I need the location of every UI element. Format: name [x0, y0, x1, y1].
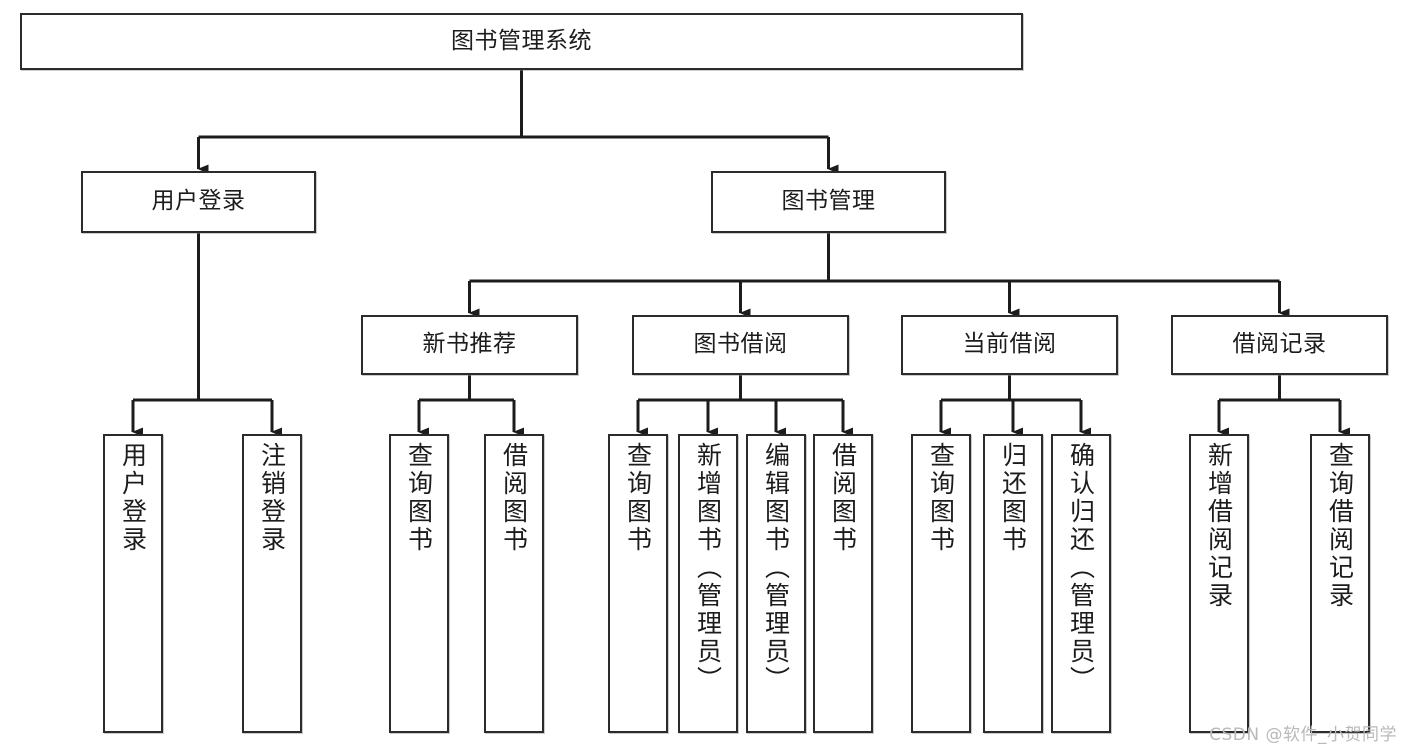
node-leaf-query-book-1[interactable]: 查询图书 [389, 434, 449, 733]
node-leaf-confirm-return-label: 确认归还（管理员） [1066, 442, 1096, 694]
node-leaf-add-book[interactable]: 新增图书（管理员） [678, 434, 738, 733]
node-current-borrow-label: 当前借阅 [962, 331, 1057, 358]
node-new-book-recommend-label: 新书推荐 [422, 331, 517, 358]
node-leaf-edit-book-label: 编辑图书（管理员） [761, 442, 791, 694]
node-leaf-query-book-1-label: 查询图书 [404, 442, 434, 554]
node-leaf-user-login-label: 用户登录 [118, 442, 148, 554]
node-book-borrow[interactable]: 图书借阅 [632, 315, 849, 375]
node-book-borrow-label: 图书借阅 [693, 331, 788, 358]
node-new-book-recommend[interactable]: 新书推荐 [361, 315, 578, 375]
node-leaf-logout[interactable]: 注销登录 [242, 434, 302, 733]
node-leaf-return-book-label: 归还图书 [998, 442, 1028, 554]
node-borrow-record-label: 借阅记录 [1232, 331, 1327, 358]
node-leaf-return-book[interactable]: 归还图书 [983, 434, 1043, 733]
node-user-login[interactable]: 用户登录 [81, 171, 316, 233]
node-leaf-add-record-label: 新增借阅记录 [1204, 442, 1234, 610]
node-root-label: 图书管理系统 [451, 27, 592, 54]
node-leaf-query-book-3[interactable]: 查询图书 [911, 434, 971, 733]
node-book-manage[interactable]: 图书管理 [711, 171, 946, 233]
node-leaf-confirm-return[interactable]: 确认归还（管理员） [1051, 434, 1111, 733]
node-leaf-borrow-book-2-label: 借阅图书 [828, 442, 858, 554]
node-leaf-add-book-label: 新增图书（管理员） [693, 442, 723, 694]
node-leaf-query-record-label: 查询借阅记录 [1325, 442, 1355, 610]
node-root[interactable]: 图书管理系统 [20, 13, 1023, 70]
watermark-text: CSDN @软件_小贺同学 [1209, 725, 1397, 745]
node-leaf-logout-label: 注销登录 [257, 442, 287, 554]
node-leaf-borrow-book-1-label: 借阅图书 [499, 442, 529, 554]
node-current-borrow[interactable]: 当前借阅 [901, 315, 1118, 375]
node-leaf-user-login[interactable]: 用户登录 [103, 434, 163, 733]
node-leaf-borrow-book-1[interactable]: 借阅图书 [484, 434, 544, 733]
node-leaf-add-record[interactable]: 新增借阅记录 [1189, 434, 1249, 733]
node-leaf-edit-book[interactable]: 编辑图书（管理员） [746, 434, 806, 733]
node-leaf-query-record[interactable]: 查询借阅记录 [1310, 434, 1370, 733]
node-leaf-query-book-2[interactable]: 查询图书 [608, 434, 668, 733]
node-user-login-label: 用户登录 [151, 188, 246, 215]
node-leaf-query-book-2-label: 查询图书 [623, 442, 653, 554]
node-leaf-query-book-3-label: 查询图书 [926, 442, 956, 554]
node-book-manage-label: 图书管理 [781, 188, 876, 215]
node-leaf-borrow-book-2[interactable]: 借阅图书 [813, 434, 873, 733]
node-borrow-record[interactable]: 借阅记录 [1171, 315, 1388, 375]
